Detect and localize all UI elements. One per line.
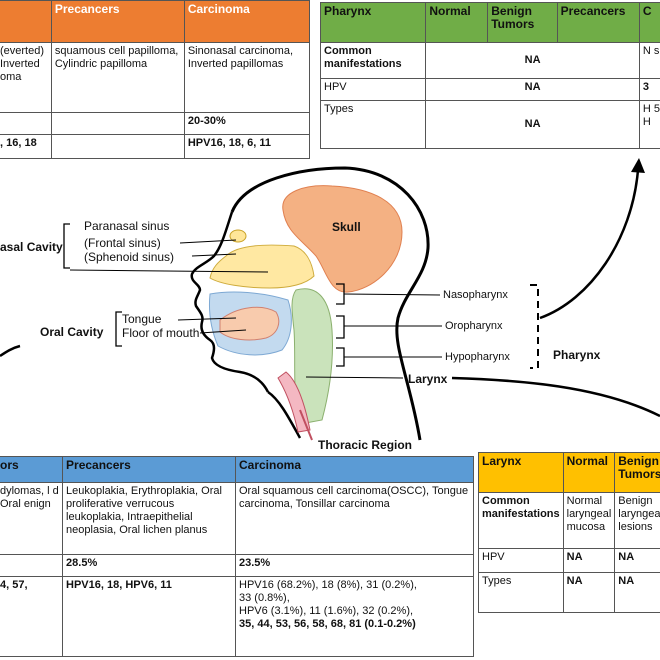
oropharynx-label: Oropharynx [445,320,503,332]
sinonasal-hpv-carcinoma: 20-30% [183,112,311,135]
larynx-row-manifestations-normal: Normal laryngeal mucosa [562,492,616,549]
nasal-leader-1 [179,239,237,244]
tongue-shape [219,306,280,341]
larynx-row-types-label: Types [478,572,564,613]
oral-cavity-label: Oral Cavity [40,325,104,339]
oral-hpv-benign [0,554,64,577]
sinonasal-cell-carcinoma: Sinonasal carcinoma, Inverted papillomas [183,42,311,113]
pharynx-shape [291,288,333,425]
tongue-label: Tongue [122,312,162,326]
larynx-row-hpv-label: HPV [478,548,564,573]
hypopharynx-label: Hypopharynx [445,351,510,363]
nasal-leader-2 [191,253,237,257]
nasopharynx-label: Nasopharynx [443,289,508,301]
larynx-row-manifestations-label: Common manifestations [478,492,564,549]
floor-of-mouth-label: Floor of mouth [122,326,200,340]
pharynx-dashed-bracket [530,284,539,369]
skull-shape [282,185,403,293]
nasal-cavity-shape [209,244,315,289]
oral-cell-benign: dylomas, l d Oral enign [0,482,64,555]
larynx-header-normal: Normal [562,452,616,493]
pharynx-header-normal: Normal [425,2,489,43]
larynx-leader [305,376,404,379]
skull-label: Skull [332,220,361,234]
oral-header-precancers: Precancers [62,456,236,483]
larynx-row-hpv-normal: NA [562,548,616,573]
pharynx-header-title: Pharynx [319,2,427,43]
nasal-cavity-label: asal Cavity [0,240,63,254]
nasal-cavity-bracket [63,223,70,269]
neck-front [267,390,302,439]
oral-hpv-precancers: 28.5% [62,554,236,577]
pharynx-header-precancers: Precancers [556,2,640,43]
oral-types-line-4: 35, 44, 53, 56, 58, 68, 81 (0.1-0.2%) [239,618,416,630]
pharynx-label: Pharynx [553,348,601,362]
frontal-sinus-label: (Frontal sinus) [84,236,161,250]
oral-types-carcinoma: HPV16 (68.2%), 18 (8%), 31 (0.2%), 33 (0… [235,576,474,657]
oral-types-line-2: 33 (0.8%), [239,592,290,604]
hypopharynx-bracket [336,347,345,367]
larynx-header-title: Larynx [478,452,564,493]
larynx-row-hpv-benign: NA [614,548,660,573]
larynx-row-types-normal: NA [562,572,616,613]
pharynx-row-manifestations-carcinoma: N s [638,42,660,79]
paranasal-sinus-label: Paranasal sinus [84,219,170,233]
sphenoid-sinus-label: (Sphenoid sinus) [84,250,175,264]
sinonasal-types-benign: , 16, 18 [0,134,52,159]
floor-mouth-leader [199,329,247,334]
frontal-sinus-shape [229,229,247,243]
pharynx-row-manifestations-label: Common manifestations [319,42,427,79]
nasopharynx-leader [343,293,441,296]
oral-hpv-carcinoma: 23.5% [235,554,474,577]
oral-types-precancers: HPV16, 18, HPV6, 11 [62,576,236,657]
larynx-arrow [451,376,660,418]
pharynx-row-types-carcinoma: H 5 H [638,100,660,149]
sinonasal-header-precancers: Precancers [50,0,185,43]
tongue-leader [177,317,237,321]
oral-header-0: ors [0,456,64,483]
pharynx-row-types-label: Types [319,100,427,149]
larynx-row-types-benign: NA [614,572,660,613]
face-profile [190,211,270,393]
sinonasal-types-carcinoma: HPV16, 18, 6, 11 [183,134,311,159]
oral-types-benign: 4, 57, [0,576,64,657]
nasal-leader-3 [69,269,269,273]
larynx-header-benign: Benign Tumors [614,452,660,493]
head-outline [230,166,430,441]
oral-types-line-1: HPV16 (68.2%), 18 (8%), 31 (0.2%), [239,579,417,591]
oral-cavity-arrow [0,344,21,358]
oral-cell-precancers: Leukoplakia, Erythroplakia, Oral prolife… [62,482,236,555]
pharynx-table: Pharynx Normal Benign Tumors Precancers … [319,2,660,149]
sinonasal-types-precancers [50,134,185,159]
pharynx-header-benign: Benign Tumors [487,2,558,43]
oral-types-line-3: HPV6 (3.1%), 11 (1.6%), 32 (0.2%), [239,605,414,617]
thoracic-region-label: Thoracic Region [318,438,413,452]
larynx-table: Larynx Normal Benign Tumors Common manif… [478,452,660,613]
sinonasal-header-0 [0,0,52,43]
pharynx-row-types-value: NA [425,100,640,149]
larynx-row-manifestations-benign: Benign laryngeal lesions [614,492,660,549]
oropharynx-bracket [336,315,345,339]
oral-cell-carcinoma: Oral squamous cell carcinoma(OSCC), Tong… [235,482,474,555]
esophagus-line [299,409,313,441]
sinonasal-table: Precancers Carcinoma (everted) Inverted … [0,0,311,159]
oral-header-carcinoma: Carcinoma [235,456,474,483]
larynx-label: Larynx [408,372,448,386]
oral-cavity-bracket [115,311,122,347]
sinonasal-cell-benign: (everted) Inverted oma [0,42,52,113]
oral-cavity-table: ors Precancers Carcinoma dylomas, l d Or… [0,456,474,657]
pharynx-arrow [539,169,640,320]
pharynx-arrow-head [631,158,645,173]
